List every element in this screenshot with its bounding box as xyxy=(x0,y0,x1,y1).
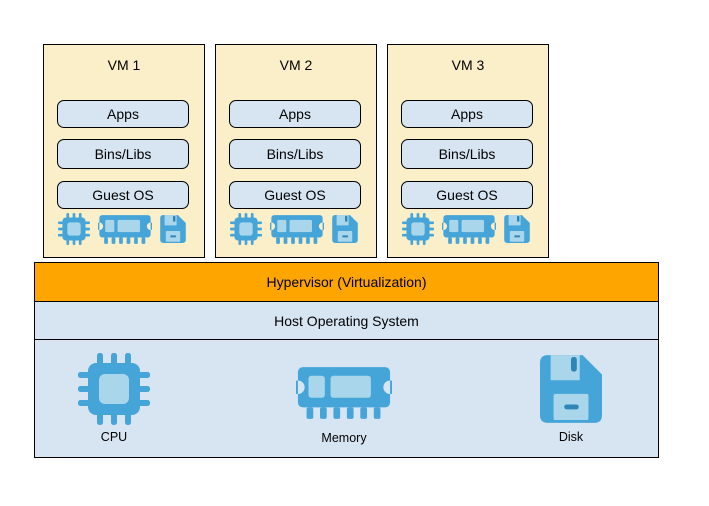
memory-icon xyxy=(296,365,392,421)
cpu-icon xyxy=(402,213,434,245)
vm1-resource-icons xyxy=(58,212,186,246)
vm1-layer-guest-os: Guest OS xyxy=(57,181,189,209)
vm3-layer-bins-libs: Bins/Libs xyxy=(401,139,533,169)
vm3-resource-icons xyxy=(402,212,530,246)
cpu-icon xyxy=(230,213,262,245)
vm-box-3: VM 3 Apps Bins/Libs Guest OS xyxy=(387,44,549,258)
memory-icon xyxy=(98,214,152,245)
cpu-icon xyxy=(78,353,150,425)
memory-icon xyxy=(442,214,496,245)
hardware-disk: Disk xyxy=(511,355,631,444)
vm2-resource-icons xyxy=(230,212,358,246)
vm-box-2: VM 2 Apps Bins/Libs Guest OS xyxy=(215,44,377,258)
memory-icon xyxy=(270,214,324,245)
disk-icon xyxy=(332,215,358,243)
vm2-layer-bins-libs: Bins/Libs xyxy=(229,139,361,169)
cpu-icon xyxy=(58,213,90,245)
disk-icon xyxy=(504,215,530,243)
vm-title: VM 1 xyxy=(107,57,141,73)
vm1-layer-bins-libs: Bins/Libs xyxy=(57,139,189,169)
vm-title: VM 3 xyxy=(451,57,485,73)
host-os-bar: Host Operating System xyxy=(34,300,659,341)
hardware-cpu: CPU xyxy=(54,353,174,444)
disk-label: Disk xyxy=(558,430,584,444)
hardware-panel: CPU Memory Disk xyxy=(34,339,659,458)
host-os-label: Host Operating System xyxy=(274,312,419,329)
hypervisor-label: Hypervisor (Virtualization) xyxy=(266,274,427,290)
host-stack: Hypervisor (Virtualization) Host Operati… xyxy=(34,262,659,458)
hardware-memory: Memory xyxy=(284,365,404,445)
vm2-layer-apps: Apps xyxy=(229,100,361,128)
vm3-layer-guest-os: Guest OS xyxy=(401,181,533,209)
hypervisor-bar: Hypervisor (Virtualization) xyxy=(34,262,659,302)
memory-label: Memory xyxy=(321,431,367,445)
vm3-layer-apps: Apps xyxy=(401,100,533,128)
disk-icon xyxy=(160,215,186,243)
vm-box-1: VM 1 Apps Bins/Libs Guest OS xyxy=(43,44,205,258)
vm2-layer-guest-os: Guest OS xyxy=(229,181,361,209)
disk-icon xyxy=(540,355,602,423)
vm1-layer-apps: Apps xyxy=(57,100,189,128)
vm-title: VM 2 xyxy=(279,57,313,73)
cpu-label: CPU xyxy=(100,430,128,444)
